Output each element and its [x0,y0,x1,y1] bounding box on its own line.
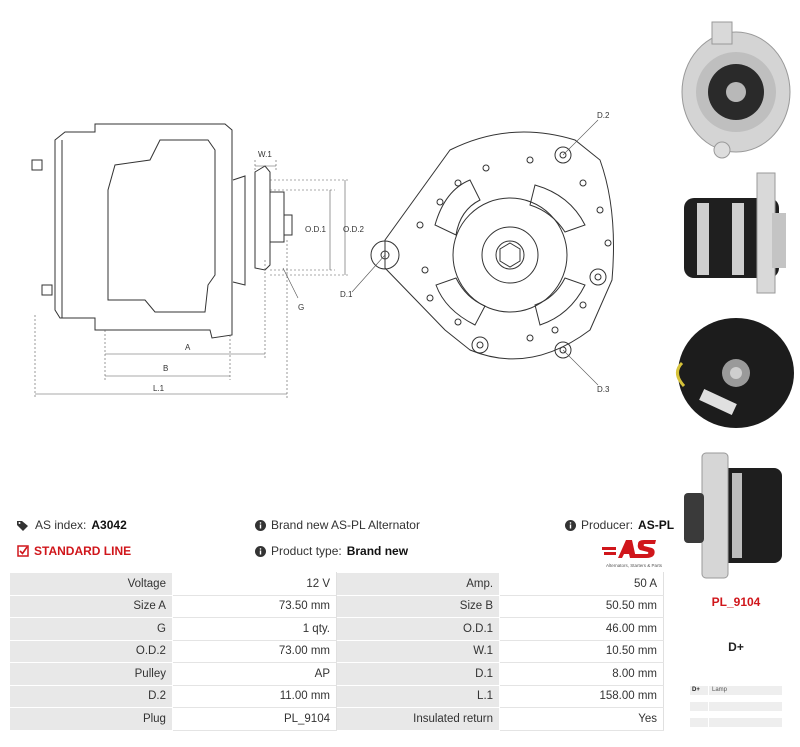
label-b: B [163,364,168,373]
spec-label: G [9,617,173,641]
spec-label: Size A [9,594,173,618]
spec-value: 11.00 mm [171,684,338,708]
spec-value: 10.50 mm [499,639,664,663]
product-photo-angle [684,452,782,579]
spec-label: Insulated return [335,707,501,731]
tags-icon [17,520,28,531]
spec-value: AP [171,662,338,686]
description-text: Brand new AS-PL Alternator [271,518,420,532]
info-circle-icon [255,545,266,557]
spec-value: 1 qty. [171,617,338,641]
spec-value: 46.00 mm [499,617,664,641]
product-photos [672,0,800,590]
dimension-lines [34,160,350,398]
spec-label: Plug [9,707,173,731]
producer-value: AS-PL [638,518,675,532]
check-square-icon [17,545,29,557]
label-d3: D.3 [597,385,610,394]
product-photo-rear [676,318,794,428]
product-description: Brand new AS-PL Alternator [255,518,420,532]
front-view-drawing [370,131,614,360]
product-type: Product type: Brand new [255,544,408,558]
spec-label: Pulley [9,662,173,686]
spec-label: Amp. [335,572,501,596]
label-w1: W.1 [258,150,272,159]
producer: Producer: AS-PL [565,518,674,532]
terminal-table: D+ Lamp [690,686,782,734]
spec-value: Yes [499,707,664,731]
side-view-drawing [31,123,293,339]
product-type-label: Product type: [271,544,342,558]
spec-label: O.D.2 [9,639,173,663]
label-g: G [298,303,304,312]
label-od2: O.D.2 [343,225,364,234]
spec-value: 73.00 mm [171,639,338,663]
logo-tagline: Alternators, Starters & Parts [605,563,662,568]
spec-label: D.2 [9,684,173,708]
as-index: AS index: A3042 [17,518,127,532]
plug-code: PL_9104 [711,595,761,609]
spec-value: 73.50 mm [171,594,338,618]
spec-value: 12 V [171,572,338,596]
terminal-row: D+ Lamp [690,686,782,695]
spec-label: Voltage [9,572,173,596]
technical-drawing: W.1 O.D.1 O.D.2 G A B L.1 [31,111,614,398]
terminal-row [690,718,782,727]
producer-label: Producer: [581,518,634,532]
spec-value: 50 A [499,572,664,596]
as-index-value: A3042 [91,518,127,532]
spec-label: Size B [335,594,501,618]
spec-label: D.1 [335,662,501,686]
terminal-row [690,702,782,711]
spec-value: PL_9104 [171,707,338,731]
standard-line: STANDARD LINE [17,544,131,558]
spec-value: 8.00 mm [499,662,664,686]
spec-label: O.D.1 [335,617,501,641]
spec-label: W.1 [335,639,501,663]
product-photo-front [681,21,791,159]
spec-value: 158.00 mm [499,684,664,708]
plug-terminal: D+ [728,640,744,654]
spec-label: L.1 [335,684,501,708]
terminal-key: D+ [692,687,700,693]
as-index-label: AS index: [35,518,87,532]
product-photo-side [684,172,786,294]
label-l1: L.1 [153,384,165,393]
as-pl-logo-mark [602,540,656,558]
standard-line-label: STANDARD LINE [34,544,132,558]
label-od1: O.D.1 [305,225,326,234]
as-pl-logo: Alternators, Starters & Parts [600,538,662,568]
label-a: A [185,343,191,352]
label-d1: D.1 [340,290,353,299]
terminal-value: Lamp [712,687,728,693]
product-type-value: Brand new [346,544,409,558]
info-circle-icon [255,519,266,531]
info-circle-icon [565,519,576,531]
label-d2: D.2 [597,111,610,120]
spec-value: 50.50 mm [499,594,664,618]
